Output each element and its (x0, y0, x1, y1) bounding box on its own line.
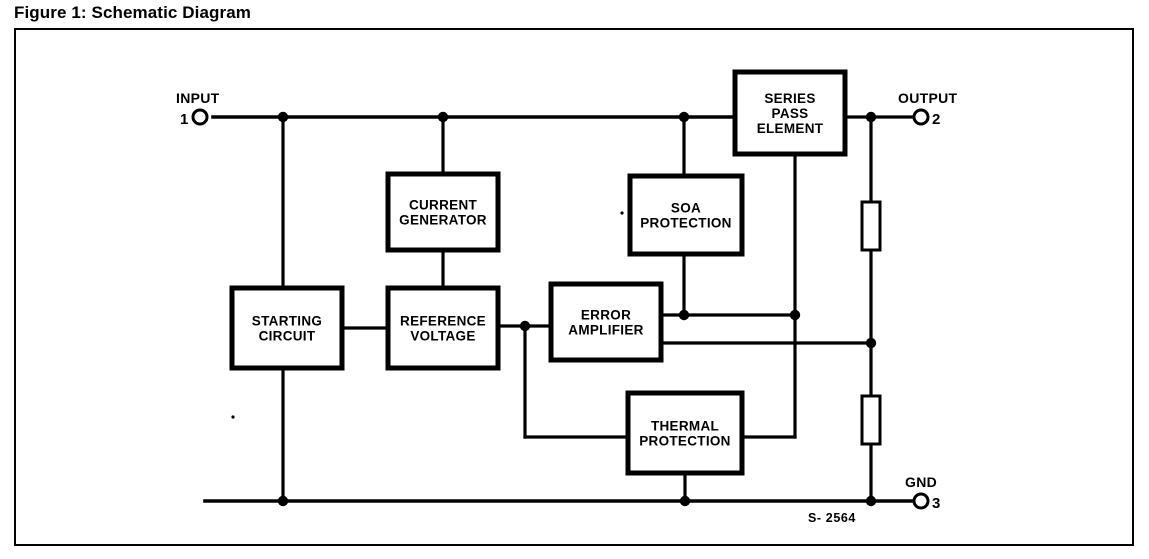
terminal-number-input: 1 (180, 111, 188, 128)
block-label-thermal-protection: THERMAL (651, 419, 719, 434)
wire-network (203, 115, 914, 503)
block-outline-reference-voltage (385, 285, 501, 371)
block-label-current-generator: CURRENT (409, 198, 478, 213)
block-label-soa-protection: SOA (671, 201, 701, 216)
terminal-gnd: GND 3 (905, 474, 940, 512)
terminal-label-input: INPUT (176, 90, 220, 106)
dot-input-soa (678, 111, 690, 123)
resistor-group (860, 200, 882, 446)
block-label-error-amplifier: AMPLIFIER (568, 323, 643, 338)
dot-input-currentgen (437, 111, 449, 123)
block-label-soa-protection: PROTECTION (640, 216, 732, 231)
dot-drive-erroramp (789, 309, 801, 321)
dot-soa-erroramp (678, 309, 690, 321)
terminal-number-output: 2 (932, 111, 940, 128)
terminal-pad-output (912, 108, 930, 126)
block-outline-thermal-protection (625, 390, 745, 476)
block-label-series-pass-element: PASS (772, 106, 809, 121)
paper-speck (231, 415, 235, 419)
dot-gnd-thermal (679, 495, 691, 507)
dot-gnd-divider (865, 495, 877, 507)
dot-output-divider (865, 111, 877, 123)
terminal-number-gnd: 3 (932, 495, 940, 512)
resistor-divider-upper (860, 200, 882, 252)
block-label-thermal-protection: PROTECTION (639, 434, 731, 449)
figure-title: Figure 1: Schematic Diagram (14, 3, 251, 22)
block-label-starting-circuit: STARTING (252, 314, 322, 329)
block-label-reference-voltage: REFERENCE (400, 314, 486, 329)
dot-input-starting (277, 111, 289, 123)
block-label-error-amplifier: ERROR (581, 308, 631, 323)
dot-gnd-starting (277, 495, 289, 507)
terminal-label-output: OUTPUT (898, 90, 957, 106)
drawing-reference-code: S- 2564 (808, 511, 856, 525)
terminal-input: INPUT 1 (176, 90, 220, 128)
block-outline-starting-circuit (229, 285, 345, 371)
terminal-pad-gnd (912, 492, 930, 510)
terminal-output: OUTPUT 2 (898, 90, 957, 128)
terminal-label-gnd: GND (905, 474, 937, 490)
resistor-divider-lower (860, 394, 882, 446)
block-label-starting-circuit: CIRCUIT (259, 329, 316, 344)
block-label-series-pass-element: SERIES (764, 91, 815, 106)
junction-dot-group (277, 111, 877, 507)
block-label-series-pass-element: ELEMENT (757, 121, 824, 136)
block-label-reference-voltage: VOLTAGE (410, 329, 475, 344)
dot-feedback-node (519, 320, 531, 332)
block-outline-soa-protection (627, 173, 745, 257)
block-outline-error-amplifier (548, 281, 664, 363)
paper-speck (620, 211, 624, 215)
block-outline-series-pass-element (732, 69, 848, 157)
block-outline-current-generator (385, 171, 501, 253)
block-label-current-generator: GENERATOR (399, 213, 487, 228)
dot-divider-tap (865, 337, 877, 349)
terminal-pad-input (191, 108, 209, 126)
